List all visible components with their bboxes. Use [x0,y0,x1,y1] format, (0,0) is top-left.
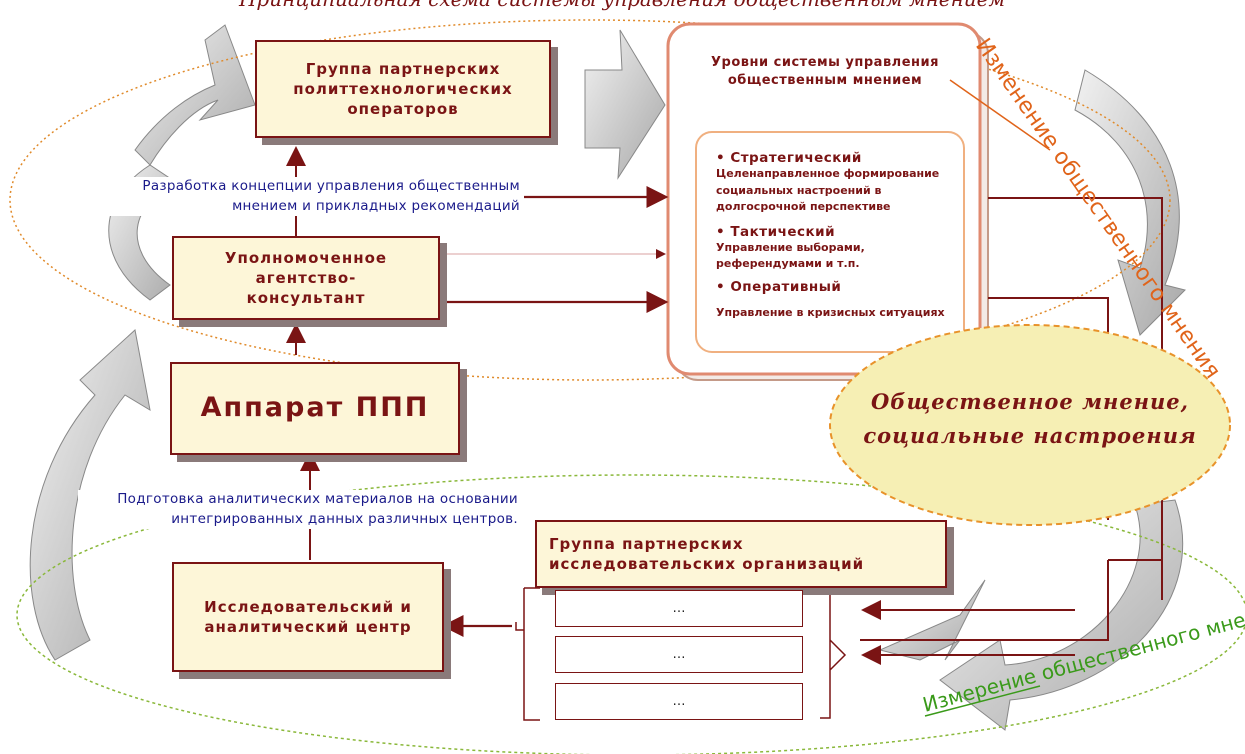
slots-right-bracket [820,590,847,719]
research-orgs-label: Группа партнерских исследовательских орг… [549,534,865,573]
partner-operators-box: Группа партнерских политтехнологических … [255,40,551,138]
left-bottom-arrow [29,329,151,661]
slots-bracket [515,587,540,721]
slot-1: … [555,590,803,627]
agency-box: Уполномоченное агентство-консультант [172,236,440,320]
strategic-level-desc: Целенаправленное формирование социальных… [716,167,940,213]
tactical-level-desc: Управление выборами, референдумами и т.п… [716,240,865,271]
operational-level-desc: Управление в кризисных ситуациях [716,305,945,319]
research-center-box: Исследовательский и аналитический центр [172,562,444,672]
operational-level-name: • Оперативный [716,278,842,295]
change-underline [949,79,1051,151]
public-opinion-label: Общественное мнение, социальные настроен… [863,389,1197,448]
analytics-note: Подготовка аналитических материалов на о… [78,490,518,530]
concept-note: Разработка концепции управления обществе… [90,177,520,217]
levels-title: Уровни системы управления общественным м… [711,55,939,88]
tactical-level-name: • Тактический [716,223,836,240]
strategic-level-name: • Стратегический [716,150,862,166]
apparatus-label: Аппарат ППП [200,392,430,424]
bottom-right-arrow [878,579,986,661]
public-opinion-ellipse [829,324,1231,526]
levels-inner-box [695,131,965,353]
right-bottom-arrow [939,499,1184,731]
research-center-label: Исследовательский и аналитический центр [204,597,412,636]
slot-2: … [555,636,803,673]
measure-label: Измерение общественного мнения [920,598,1245,717]
measure-underline [924,685,1041,717]
top-left-arrow [134,24,256,166]
apparatus-box: Аппарат ППП [170,362,460,455]
top-arrow [584,29,666,180]
levels-list: • Стратегический Целенаправленное формир… [716,150,951,321]
partner-operators-label: Группа партнерских политтехнологических … [293,59,513,119]
slot-3: … [555,683,803,720]
research-orgs-box: Группа партнерских исследовательских орг… [535,520,947,588]
upper-dashed-ellipse [9,19,1171,381]
agency-label: Уполномоченное агентство-консультант [224,248,388,308]
diagram-title: Принципиальная схема системы управления … [238,0,1005,11]
